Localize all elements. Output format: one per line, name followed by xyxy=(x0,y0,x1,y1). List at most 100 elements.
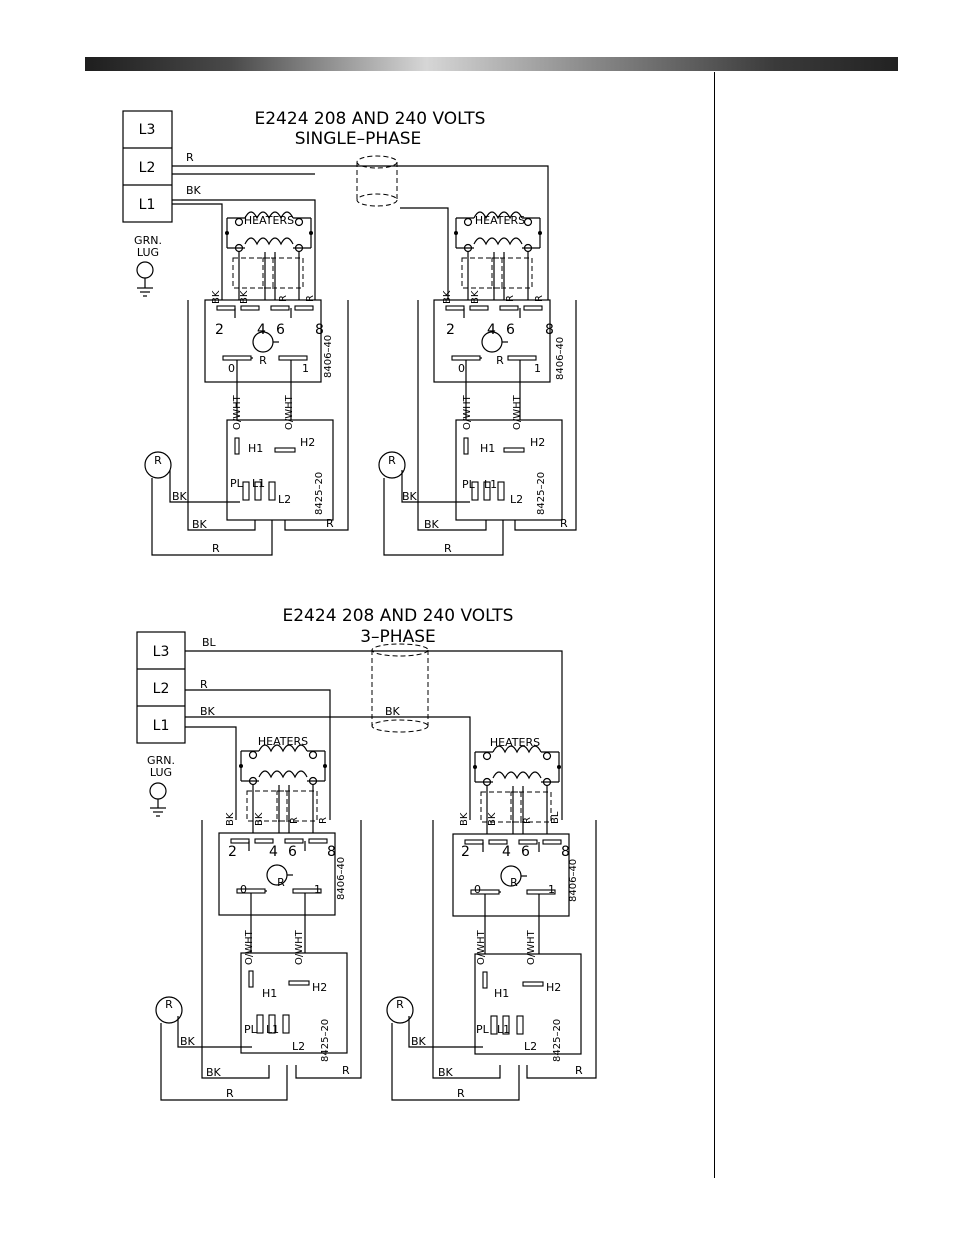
wire-bk-label: BK xyxy=(186,184,202,197)
diagram-label: BK xyxy=(424,518,440,531)
diagram-label: R xyxy=(278,295,289,302)
diagram1-subtitle: SINGLE–PHASE xyxy=(295,129,422,149)
diagram-label: BK xyxy=(470,290,481,304)
diagram-label: H2 xyxy=(300,436,315,449)
diagram-label: BK xyxy=(385,705,401,718)
unit-a: HEATERS xyxy=(204,211,334,521)
diagram-label: R xyxy=(259,354,267,367)
header-bar xyxy=(85,57,898,71)
wire-r-label: R xyxy=(186,151,194,164)
diagram-label: 1 xyxy=(314,883,321,896)
diagram-label: 8 xyxy=(315,322,324,338)
diagram-label: R xyxy=(444,542,452,555)
diagram-label: R xyxy=(289,817,300,824)
diagram-label: BK xyxy=(402,490,418,503)
diagram-label: LUG xyxy=(150,766,172,779)
diagram-label: 4 xyxy=(257,322,266,338)
diagram-label: R xyxy=(560,517,568,530)
diagram-label: LUG xyxy=(137,246,159,259)
diagram-label: PL xyxy=(230,477,244,490)
unit-c: HEATERS xyxy=(218,735,348,1054)
diagram-label: H2 xyxy=(546,981,561,994)
diagram-label: O/WHT xyxy=(512,394,523,430)
diagram-label: 2 xyxy=(228,844,237,860)
unit-b: HEATERS xyxy=(433,211,563,521)
diagram-label: 8 xyxy=(545,322,554,338)
diagram-label: R xyxy=(154,454,162,467)
diagram-label: 8406–40 xyxy=(568,859,579,902)
diagram-label: 2 xyxy=(215,322,224,338)
diagram-label: BK xyxy=(180,1035,196,1048)
diagram-label: BK xyxy=(411,1035,427,1048)
diagram-label: L3 xyxy=(153,644,170,660)
diagram-label: R xyxy=(505,295,516,302)
indicator-lamp-b xyxy=(378,451,406,479)
diagram-label: BK xyxy=(442,290,453,304)
diagram-label: 0 xyxy=(228,362,235,375)
diagram-label: R xyxy=(496,354,504,367)
diagram-label: L2 xyxy=(278,493,291,506)
diagram-label: O/WHT xyxy=(462,394,473,430)
diagram-label: 8406–40 xyxy=(555,337,566,380)
diagram-label: 4 xyxy=(502,844,511,860)
diagram-label: H1 xyxy=(494,987,509,1000)
diagram-label: 1 xyxy=(548,883,555,896)
diagram-three-phase: E2424 208 AND 240 VOLTS 3–PHASE L3 L2 L1… xyxy=(136,606,597,1101)
diagram-label: 8406–40 xyxy=(336,857,347,900)
diagram-label: GRN. xyxy=(147,754,175,767)
diagram-label: BK xyxy=(225,812,236,826)
diagram-label: BL xyxy=(202,636,217,649)
diagram-label: 6 xyxy=(521,844,530,860)
diagram-label: BK xyxy=(438,1066,454,1079)
diagram-label: 0 xyxy=(458,362,465,375)
diagram-label: O/WHT xyxy=(284,394,295,430)
terminal-l3: L3 xyxy=(139,122,156,138)
diagram-label: PL xyxy=(476,1023,490,1036)
diagram-label: 8425–20 xyxy=(314,472,325,515)
ground-lug xyxy=(136,261,154,279)
diagram-label: 8406–40 xyxy=(323,335,334,378)
diagram-label: 8425–20 xyxy=(536,472,547,515)
diagram-label: PL xyxy=(244,1023,258,1036)
diagram-label: L2 xyxy=(153,681,170,697)
diagram-label: 4 xyxy=(487,322,496,338)
supply-terminal-block xyxy=(122,110,173,223)
diagram-label: R xyxy=(318,817,329,824)
diagram-label: 8425–20 xyxy=(320,1019,331,1062)
diagram-label: H2 xyxy=(530,436,545,449)
diagram-label: R xyxy=(165,998,173,1011)
diagram-label: O/WHT xyxy=(526,929,537,965)
diagram-label: O/WHT xyxy=(476,929,487,965)
diagram-label: R xyxy=(457,1087,465,1100)
column-rule xyxy=(714,72,715,1178)
diagram-label: O/WHT xyxy=(244,929,255,965)
diagram-label: HEATERS xyxy=(490,736,540,749)
diagram-label: R xyxy=(575,1064,583,1077)
diagram-label: GRN. xyxy=(134,234,162,247)
diagram-label: R xyxy=(200,678,208,691)
diagram-label: R xyxy=(212,542,220,555)
diagram-label: H1 xyxy=(262,987,277,1000)
diagram-label: HEATERS xyxy=(258,735,308,748)
diagram2-subtitle: 3–PHASE xyxy=(360,627,436,647)
unit-d: HEATERS xyxy=(452,736,582,1055)
diagram-single-phase: E2424 208 AND 240 VOLTS SINGLE–PHASE L3 … xyxy=(122,109,577,556)
diagram-label: R xyxy=(388,454,396,467)
indicator-lamp-a xyxy=(144,451,172,479)
diagram-label: BK xyxy=(487,812,498,826)
diagram-label: H1 xyxy=(248,442,263,455)
diagram-label: O/WHT xyxy=(232,394,243,430)
diagram-label: 0 xyxy=(240,883,247,896)
diagram-label: R xyxy=(534,295,545,302)
diagram-label: L1 xyxy=(252,477,265,490)
diagram-label: L2 xyxy=(510,493,523,506)
diagram-label: R xyxy=(522,817,533,824)
diagram-label: 0 xyxy=(474,883,481,896)
diagram-label: 2 xyxy=(446,322,455,338)
diagram-label: BK xyxy=(192,518,208,531)
diagram-label: R xyxy=(226,1087,234,1100)
diagram-label: 1 xyxy=(534,362,541,375)
terminal-l1: L1 xyxy=(139,197,156,213)
diagram-label: BK xyxy=(200,705,216,718)
diagram-label: H2 xyxy=(312,981,327,994)
